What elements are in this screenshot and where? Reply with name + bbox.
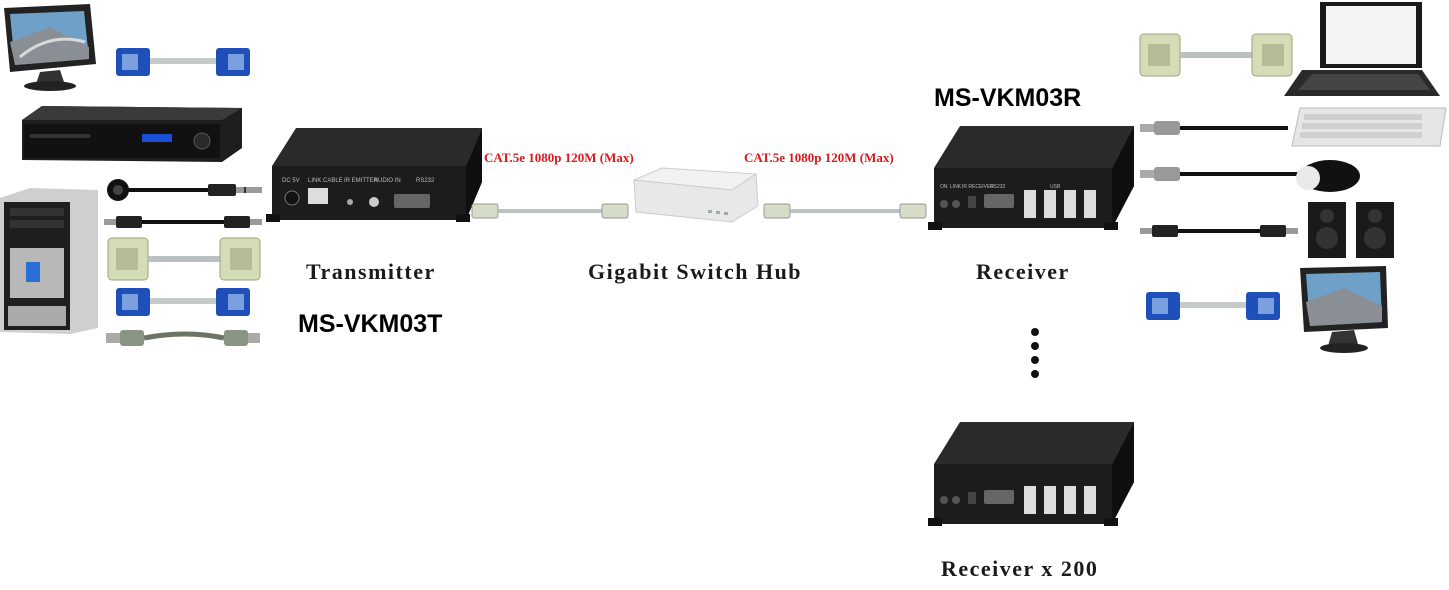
receiver-device (928, 126, 1134, 230)
ethernet-cable-right (763, 203, 927, 219)
keyboard-icon (1291, 107, 1447, 147)
serial-cable-icon (1139, 33, 1293, 77)
transmitter-model-label: MS-VKM03T (298, 310, 443, 338)
ethernet-cable-left (471, 203, 629, 219)
vga-cable-icon (116, 288, 250, 316)
bluray-player-icon (22, 106, 242, 162)
panel-label: USB (1050, 184, 1061, 190)
panel-label: LINK (950, 184, 962, 190)
receiver-label: Receiver (976, 259, 1070, 284)
panel-label: LINK CABLE (308, 178, 343, 184)
receiver-model-label: MS-VKM03R (934, 84, 1082, 112)
transmitter-panel-labels: DC 5V LINK CABLE IR EMITTER AUDIO IN RS2… (282, 178, 452, 188)
more-receivers-dots (1031, 328, 1039, 378)
gigabit-switch-hub-device (632, 167, 759, 223)
vga-cable-icon (1146, 292, 1280, 320)
panel-label: ON (940, 184, 948, 190)
receiver-panel-labels: ON LINK IR RECEIVER RS232 USB (940, 184, 1080, 194)
ir-emitter-cable-icon (107, 179, 262, 201)
laptop-icon (1284, 2, 1440, 96)
receiver-device-additional (928, 422, 1134, 526)
panel-label: IR EMITTER (344, 178, 378, 184)
transmitter-label: Transmitter (306, 259, 436, 284)
audio-cable-icon (104, 216, 262, 228)
vga-cable-icon (116, 48, 250, 76)
link-spec-right: CAT.5e 1080p 120M (Max) (744, 150, 894, 165)
link-spec-left: CAT.5e 1080p 120M (Max) (484, 150, 634, 165)
speakers-icon (1308, 202, 1394, 258)
switch-label: Gigabit Switch Hub (588, 259, 803, 284)
serial-cable-icon (107, 237, 261, 281)
panel-label: IR RECEIVER (962, 184, 994, 190)
usb-cable-icon (106, 330, 260, 346)
lcd-monitor-icon (1300, 266, 1388, 353)
panel-label: RS232 (990, 184, 1006, 190)
audio-cable-icon (1140, 225, 1298, 237)
mouse-cable-icon (1140, 167, 1298, 181)
keyboard-cable-icon (1140, 121, 1288, 135)
desktop-pc-icon (0, 188, 98, 334)
mouse-icon (1296, 160, 1360, 192)
panel-label: AUDIO IN (374, 178, 401, 184)
receiver-multi-label: Receiver x 200 (941, 556, 1099, 581)
transmitter-device (266, 128, 482, 222)
lcd-monitor-icon (4, 4, 96, 91)
panel-label: RS232 (416, 178, 435, 184)
panel-label: DC 5V (282, 178, 300, 184)
